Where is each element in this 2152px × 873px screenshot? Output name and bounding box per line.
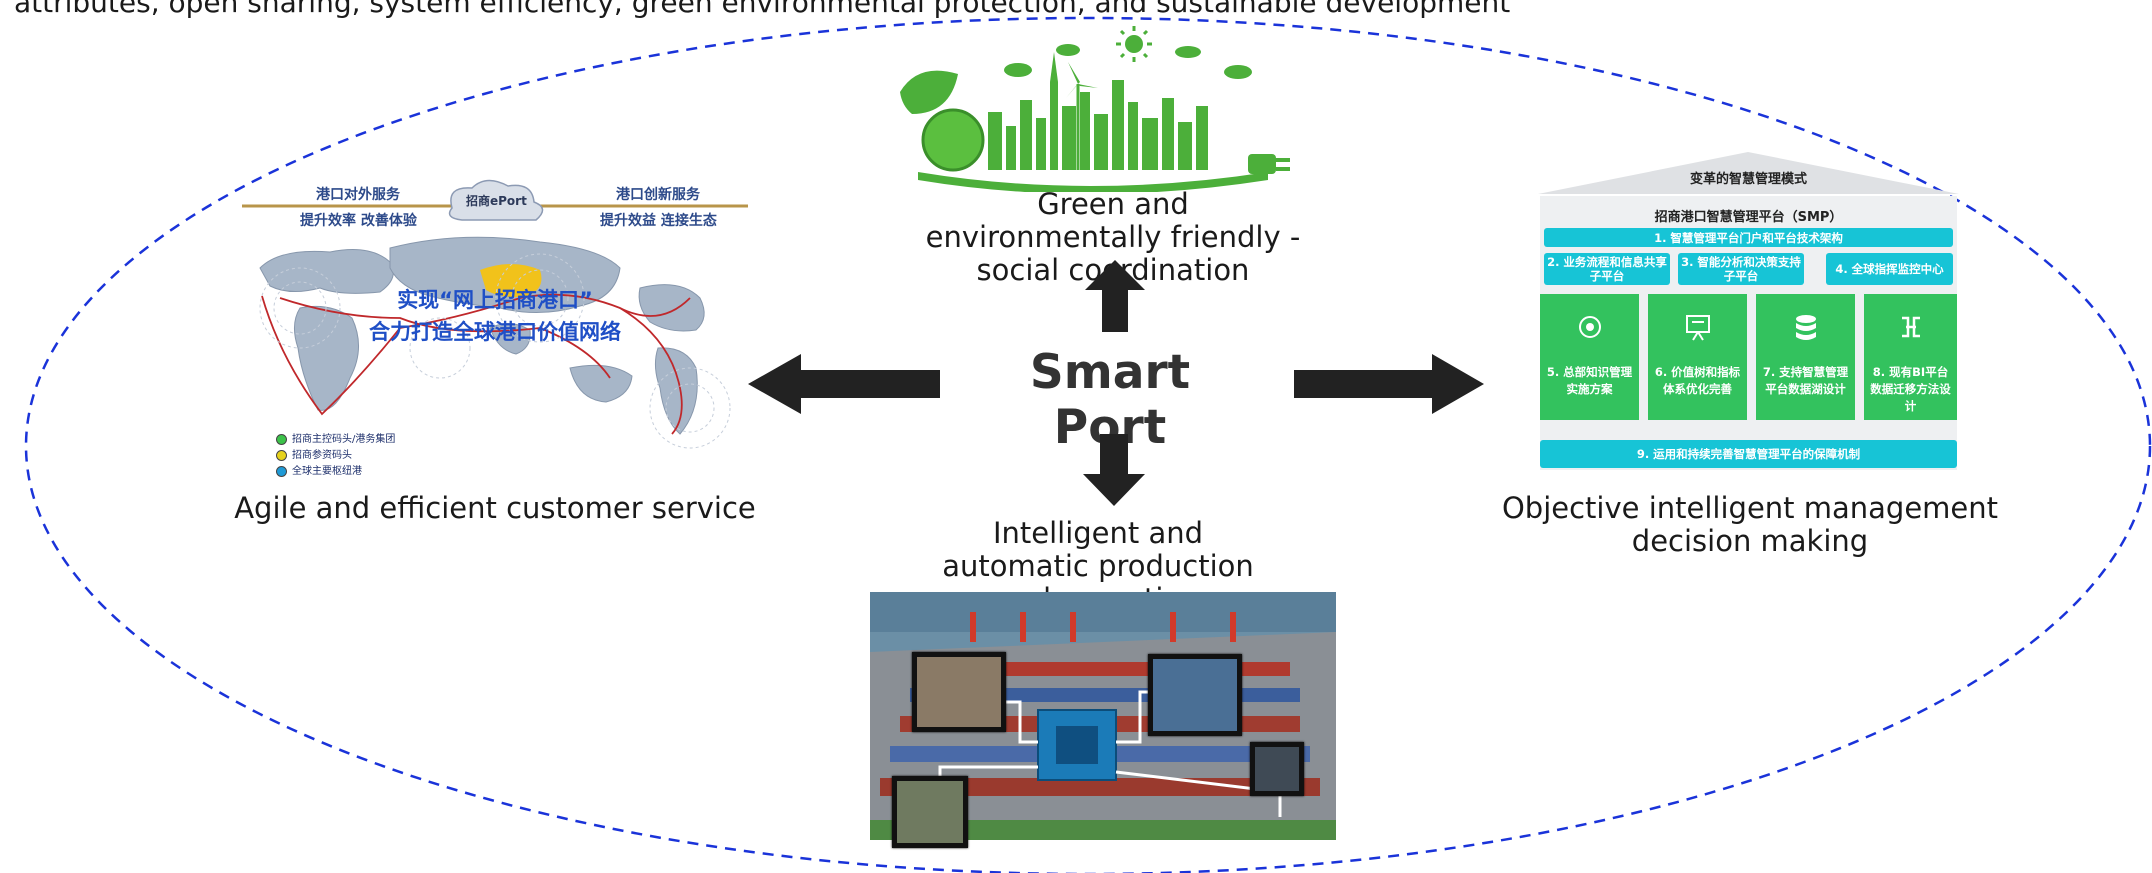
map-header-right-1: 港口创新服务 xyxy=(616,187,700,203)
green-city-illustration xyxy=(900,26,1290,192)
robot-camera-thumbnail xyxy=(1250,742,1304,796)
map-legend-item-3: 全球主要枢纽港 xyxy=(276,462,362,477)
smp-box-5: 5. 总部知识管理实施方案 xyxy=(1540,294,1639,420)
truck-camera-thumbnail xyxy=(892,776,968,848)
arrow-up-icon xyxy=(1085,260,1145,332)
map-header-right-2: 提升效益 连接生态 xyxy=(600,213,717,229)
smp-monitor-center-4: 4. 全球指挥监控中心 xyxy=(1826,253,1953,285)
map-banner-line-2: 合力打造全球港口价值网络 xyxy=(369,320,621,344)
smp-roof-label: 变革的智慧管理模式 xyxy=(1689,172,1807,187)
map-legend-item-2: 招商参资码头 xyxy=(276,446,352,461)
arrow-down-icon xyxy=(1083,434,1145,506)
smart-port-title: Smart Port xyxy=(1029,345,1191,455)
world-map-graphic xyxy=(242,179,748,449)
smart-management-platform-panel: 变革的智慧管理模式 招商港口智慧管理平台（SMP） 1. 智慧管理平台门户和平台… xyxy=(1538,152,1959,470)
map-legend-item-1: 招商主控码头/港务集团 xyxy=(276,430,395,445)
crane-camera-thumbnail xyxy=(1148,654,1242,736)
smp-subplatform-2: 2. 业务流程和信息共享子平台 xyxy=(1544,253,1670,285)
smp-subplatform-3: 3. 智能分析和决策支持子平台 xyxy=(1678,253,1804,285)
arrow-right-icon xyxy=(1294,354,1484,414)
smp-bottom-bar-9: 9. 运用和持续完善智慧管理平台的保障机制 xyxy=(1540,440,1957,468)
smp-box-7: 7. 支持智慧管理平台数据湖设计 xyxy=(1756,294,1855,420)
warehouse-camera-thumbnail xyxy=(912,652,1006,732)
smp-box-6: 6. 价值树和指标体系优化完善 xyxy=(1648,294,1747,420)
database-icon xyxy=(1795,315,1816,340)
eport-cloud-logo: 招商ePort xyxy=(466,194,527,208)
smp-row-1: 1. 智慧管理平台门户和平台技术架构 xyxy=(1544,228,1953,247)
caption-management-decision: Objective intelligent management decisio… xyxy=(1501,491,1999,558)
top-statement-text: attributes, open sharing, system efficie… xyxy=(14,0,1511,19)
global-port-network-panel: 港口对外服务 提升效率 改善体验 招商ePort 港口创新服务 提升效益 连接生… xyxy=(240,178,750,480)
arrow-left-icon xyxy=(748,354,940,414)
map-header-left-2: 提升效率 改善体验 xyxy=(300,213,417,229)
map-banner-line-1: 实现“网上招商港口” xyxy=(397,288,593,312)
smp-title: 招商港口智慧管理平台（SMP） xyxy=(1654,210,1843,225)
smp-box-8: 8. 现有BI平台数据迁移方法设计 xyxy=(1864,294,1957,420)
knowledge-gear-icon xyxy=(1578,316,1601,338)
map-header-left-1: 港口对外服务 xyxy=(316,187,400,203)
data-migration-icon xyxy=(1901,316,1920,338)
caption-customer-service: Agile and efficient customer service xyxy=(234,491,756,525)
presentation-board-icon xyxy=(1685,315,1710,341)
